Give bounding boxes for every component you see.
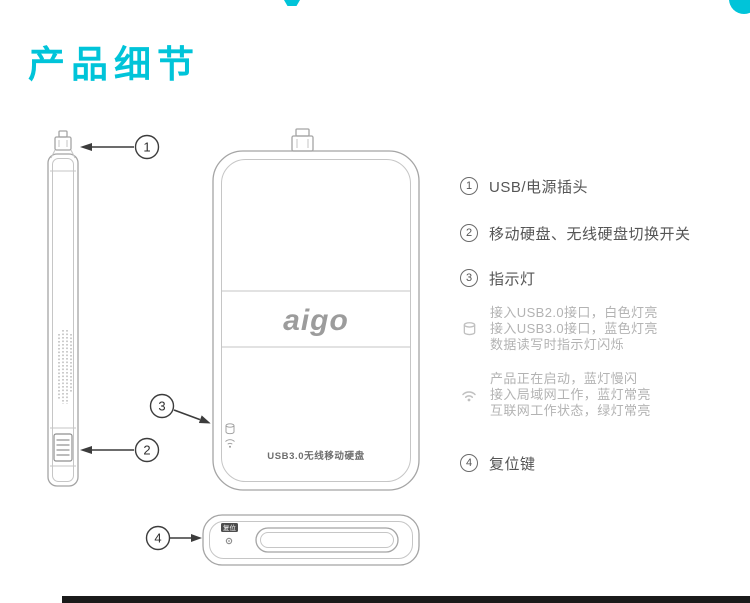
usb-plug-tip <box>58 130 68 138</box>
callout-circle-2 <box>134 437 160 463</box>
front-plug-body <box>291 135 314 152</box>
annotation-label: 移动硬盘、无线硬盘切换开关 <box>489 225 691 243</box>
brand-logo: aigo <box>283 304 349 337</box>
next-section-edge <box>62 596 750 603</box>
reset-label-plate <box>221 523 238 532</box>
list-callout-number: 4 <box>460 454 478 472</box>
list-callout-number: 2 <box>460 224 478 242</box>
front-model-label: USB3.0无线移动硬盘 <box>267 450 364 462</box>
note-line: 接入局域网工作，蓝灯常亮 <box>490 386 651 402</box>
note-line: 接入USB2.0接口，白色灯亮 <box>490 305 658 320</box>
callout-number-2: 2 <box>143 443 150 458</box>
callout-number-3: 3 <box>158 399 165 414</box>
section-title: 产品细节 <box>28 44 200 85</box>
bottom-view-drawing: 复位 <box>202 514 420 566</box>
callout-number-1: 1 <box>143 140 150 155</box>
mode-switch <box>53 433 73 462</box>
decor-fragment-icon <box>284 0 300 6</box>
callout-circle-4 <box>145 525 171 551</box>
reset-label: 复位 <box>223 523 237 532</box>
note-line: 接入USB3.0接口，蓝色灯亮 <box>490 320 658 336</box>
annotation-label: USB/电源插头 <box>489 178 589 196</box>
spec-microtext <box>58 330 72 404</box>
diagram-callout-numbers: 1 2 3 4 <box>134 134 175 551</box>
annotation-label: 复位键 <box>489 455 536 473</box>
front-disk-indicator-icon <box>225 423 235 435</box>
annotation-indicator-light: 3 指示灯 <box>460 269 536 288</box>
reset-pinhole <box>225 537 233 545</box>
disk-icon <box>460 321 478 337</box>
note-text: 接入USB2.0接口，白色灯亮 接入USB3.0接口，蓝色灯亮 数据读写时指示灯… <box>490 305 658 352</box>
note-line: 产品正在启动，蓝灯慢闪 <box>490 371 638 386</box>
note-usb-led-states: 接入USB2.0接口，白色灯亮 接入USB3.0接口，蓝色灯亮 数据读写时指示灯… <box>460 305 658 352</box>
callout-circle-1 <box>134 134 160 160</box>
list-callout-number: 1 <box>460 177 478 195</box>
callout-arrows <box>80 143 211 542</box>
front-plug-tip <box>295 128 310 137</box>
annotation-reset-key: 4 复位键 <box>460 454 536 473</box>
wifi-icon <box>460 388 478 402</box>
front-wifi-indicator-icon <box>225 439 235 448</box>
usb-plug-body <box>54 136 72 151</box>
callout-circle-3 <box>149 393 175 419</box>
annotation-mode-switch: 2 移动硬盘、无线硬盘切换开关 <box>460 224 691 243</box>
callout-number-4: 4 <box>154 531 161 546</box>
side-view-drawing <box>47 130 79 487</box>
list-callout-number: 3 <box>460 269 478 287</box>
annotation-usb-plug: 1 USB/电源插头 <box>460 177 589 196</box>
note-line: 数据读写时指示灯闪烁 <box>490 336 625 352</box>
note-text: 产品正在启动，蓝灯慢闪 接入局域网工作，蓝灯常亮 互联网工作状态，绿灯常亮 <box>490 371 651 418</box>
front-view-drawing: aigo USB3.0无线移动硬盘 <box>212 128 420 491</box>
annotation-label: 指示灯 <box>489 270 536 288</box>
note-line: 互联网工作状态，绿灯常亮 <box>490 402 651 418</box>
note-wifi-led-states: 产品正在启动，蓝灯慢闪 接入局域网工作，蓝灯常亮 互联网工作状态，绿灯常亮 <box>460 371 651 418</box>
decor-corner-fragment <box>729 0 750 14</box>
